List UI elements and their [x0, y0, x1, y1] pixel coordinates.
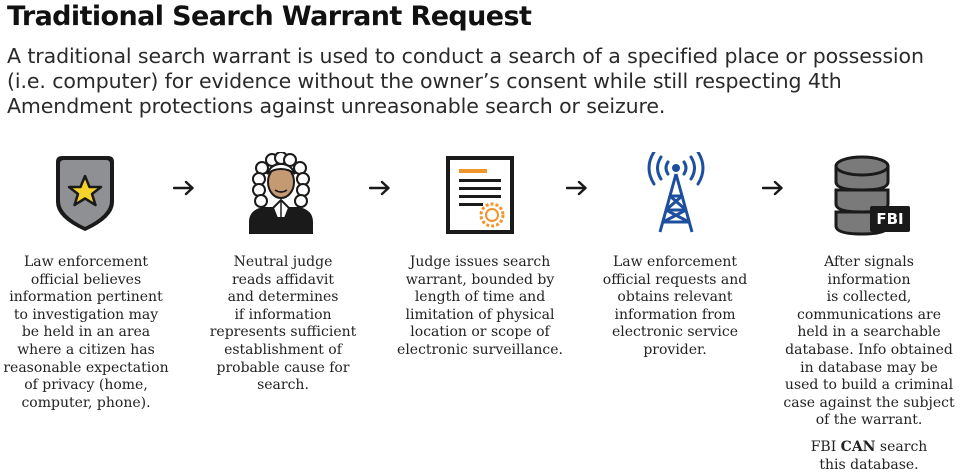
step-line: where a citizen has	[17, 341, 155, 358]
arrow-icon	[566, 180, 587, 196]
fbi-label: FBI	[876, 210, 904, 228]
step-2-description: Neutral judge reads affidavit and determ…	[197, 254, 369, 395]
cell-tower-icon	[647, 152, 705, 233]
step-line: is collected,	[826, 289, 912, 306]
seal-icon	[479, 202, 505, 228]
step-line: electronic service	[611, 324, 739, 341]
step-line: official believes	[30, 271, 142, 288]
step-line: electronic surveillance.	[397, 341, 563, 358]
step-line: to investigation may	[13, 306, 159, 323]
fbi-database-icon: FBI	[832, 154, 912, 236]
step-line: official requests and	[602, 271, 748, 288]
step-line: computer, phone).	[21, 394, 151, 411]
step-line: length of time and	[414, 289, 546, 306]
step-line: of the warrant.	[815, 412, 923, 429]
step-line: case against the subject	[783, 394, 955, 411]
note-text: search	[875, 438, 928, 455]
arrow-icon	[173, 180, 194, 196]
step-line: After signals	[824, 254, 914, 270]
step-line: Law enforcement	[612, 254, 737, 270]
step-line: limitation of physical	[405, 306, 555, 323]
step-line: in database may be	[800, 359, 938, 376]
step-line: reads affidavit	[231, 271, 334, 288]
step-line: this database.	[819, 456, 919, 473]
step-line: held in a searchable	[797, 324, 941, 341]
step-5-description: After signals information is collected, …	[774, 254, 960, 474]
warrant-document-icon	[446, 156, 514, 234]
step-line: location or scope of	[410, 324, 550, 341]
step-line: be held in an area	[21, 324, 151, 341]
step-line: Judge issues search	[409, 254, 551, 270]
arrow-icon	[762, 180, 783, 196]
step-line: and determines	[227, 289, 339, 306]
note-emphasis: CAN	[840, 438, 876, 455]
step-line: information from	[614, 306, 736, 323]
badge-star-shape	[67, 174, 103, 207]
step-4-description: Law enforcement official requests and ob…	[589, 254, 761, 360]
step-line: used to build a criminal	[784, 377, 954, 394]
note-text: FBI	[810, 438, 841, 455]
police-badge-icon	[56, 156, 114, 231]
step-line: of privacy (home,	[24, 377, 148, 394]
step-line: search.	[257, 377, 309, 394]
step-line: provider.	[643, 341, 707, 358]
step-1-description: Law enforcement official believes inform…	[0, 254, 172, 412]
step-line: reasonable expectation	[3, 359, 169, 376]
step-line: information pertinent	[9, 289, 163, 306]
step-line: obtains relevant	[617, 289, 733, 306]
fbi-search-note: FBI CAN search	[774, 439, 960, 457]
judge-icon	[249, 152, 313, 234]
step-line: information	[827, 271, 911, 288]
step-3-description: Judge issues search warrant, bounded by …	[392, 254, 568, 360]
step-line: communications are	[796, 306, 942, 323]
step-line: probable cause for	[216, 359, 350, 376]
step-line: Neutral judge	[233, 254, 333, 270]
step-line: database. Info obtained	[785, 341, 953, 358]
page-title: Traditional Search Warrant Request	[7, 1, 532, 32]
step-line: establishment of	[224, 341, 342, 358]
intro-text: A traditional search warrant is used to …	[7, 44, 924, 118]
arrow-icon	[369, 180, 390, 196]
step-line: if information	[234, 306, 332, 323]
step-line: warrant, bounded by	[405, 271, 555, 288]
step-line: Law enforcement	[23, 254, 148, 270]
step-line: represents sufficient	[209, 324, 357, 341]
